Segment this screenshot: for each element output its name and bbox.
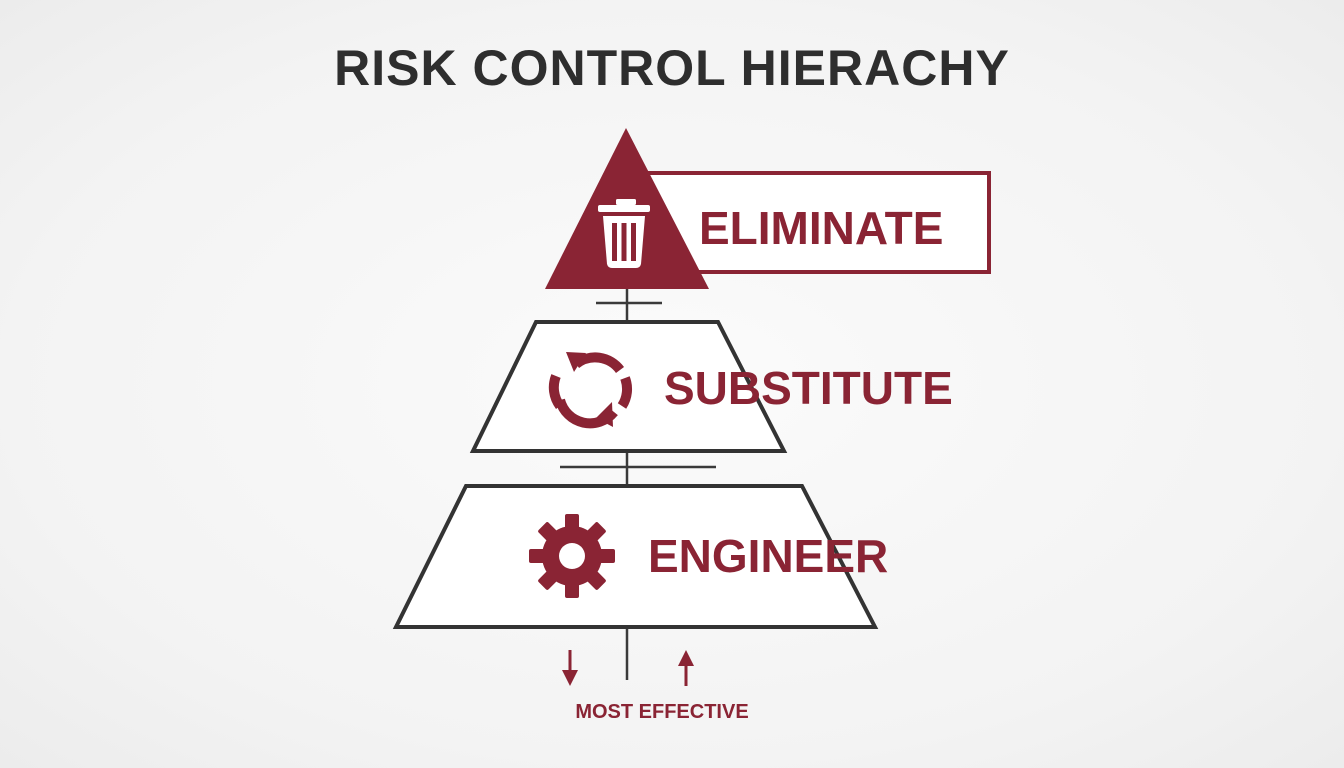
eliminate-label: ELIMINATE: [699, 202, 943, 254]
most-effective-label: MOST EFFECTIVE: [575, 701, 748, 723]
connector-middle: [560, 451, 716, 486]
up-arrow-icon: [678, 650, 694, 686]
level-engineer: ENGINEER: [392, 484, 888, 629]
level-eliminate: ELIMINATE: [545, 128, 991, 289]
engineer-trapezoid: [392, 484, 879, 629]
connector-top: [596, 289, 662, 322]
level-substitute: SUBSTITUTE: [469, 320, 953, 453]
substitute-label: SUBSTITUTE: [664, 362, 953, 414]
down-arrow-icon: [562, 650, 578, 686]
engineer-label: ENGINEER: [648, 530, 888, 582]
page-title: RISK CONTROL HIERACHY: [334, 40, 1010, 96]
trash-can-icon: [598, 199, 650, 268]
recycle-arrowheads: [566, 352, 613, 427]
gear-icon: [529, 514, 615, 598]
